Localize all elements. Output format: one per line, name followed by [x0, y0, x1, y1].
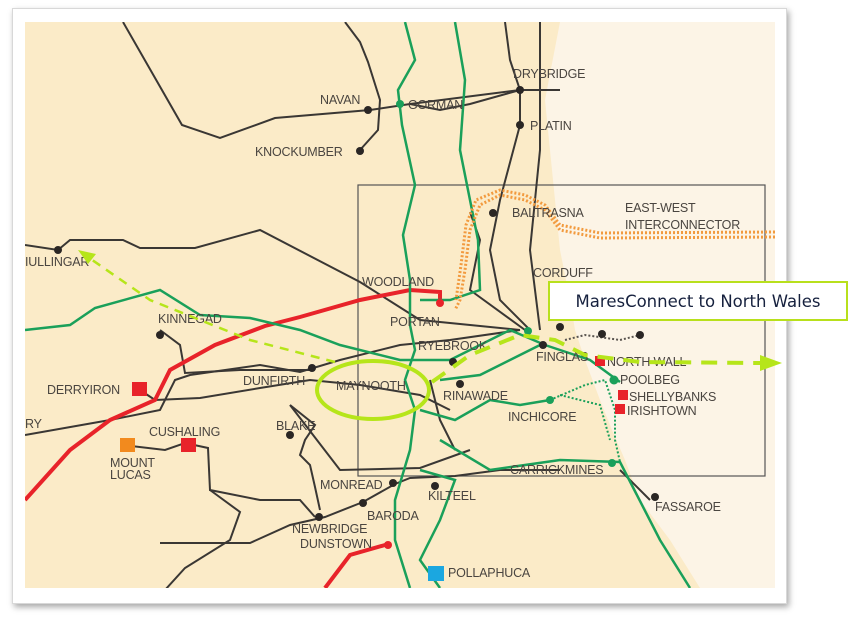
inset-box: [357, 184, 766, 477]
east-west-interconnector: [453, 188, 775, 311]
label-lucas: LUCAS: [110, 468, 151, 482]
label-irishtown: IRISHTOWN: [627, 404, 697, 418]
label-fassaroe: FASSAROE: [655, 500, 721, 514]
label-monread: MONREAD: [320, 478, 383, 492]
label-dunfirth: DUNFIRTH: [243, 374, 305, 388]
generation-stations: [120, 299, 628, 581]
label-pollaphuca: POLLAPHUCA: [448, 566, 531, 580]
label-gorman: GORMAN: [408, 98, 463, 112]
callout-text: MaresConnect to North Wales: [575, 291, 821, 311]
maresconnect-route-arrow: [430, 332, 761, 384]
label-rinawade: RINAWADE: [443, 389, 508, 403]
label-corduff: CORDUFF: [533, 266, 593, 280]
label-baroda: BARODA: [367, 509, 419, 523]
label-navan: NAVAN: [320, 93, 360, 107]
label-dunstown: DUNSTOWN: [300, 537, 372, 551]
label-north-wall: NORTH WALL: [607, 355, 687, 369]
maynooth-highlight-ellipse: [315, 359, 431, 421]
label-maynooth: MAYNOOTH: [336, 379, 406, 393]
label-cushaling: CUSHALING: [149, 425, 220, 439]
label-newbridge: NEWBRIDGE: [292, 522, 367, 536]
label-shellybanks: SHELLYBANKS: [629, 390, 716, 404]
substation-dots: [54, 86, 659, 521]
label-inchicore: INCHICORE: [508, 410, 576, 424]
arrowhead-icon: [78, 250, 96, 264]
label-woodland: WOODLAND: [362, 275, 434, 289]
arrowhead-right-icon: [760, 355, 782, 371]
label-derryiron: DERRYIRON: [47, 383, 120, 397]
label-kilteel: KILTEEL: [428, 489, 476, 503]
label-carrickmines: CARRICKMINES: [510, 463, 603, 477]
label-blake: BLAKE: [276, 419, 315, 433]
label-knockumber: KNOCKUMBER: [255, 145, 343, 159]
label-baltrasna: BALTRASNA: [512, 206, 584, 220]
cables-underground: [549, 378, 621, 463]
label-ry: RY: [25, 417, 43, 431]
label-platin: PLATIN: [530, 119, 572, 133]
green-station-dots: [396, 100, 619, 467]
label-interconnector: INTERCONNECTOR: [625, 218, 740, 232]
label-mount: MOUNT: [110, 456, 155, 470]
label-east-west: EAST-WEST: [625, 201, 696, 215]
transmission-lines-220kv: [25, 22, 651, 588]
label-poolbeg: POOLBEG: [620, 373, 680, 387]
label-mullingar: IULLINGAR: [25, 255, 89, 269]
maresconnect-callout: MaresConnect to North Wales: [548, 281, 848, 321]
label-finglas: FINGLAS: [536, 350, 588, 364]
label-drybridge: DRYBRIDGE: [513, 67, 585, 81]
station-labels: NAVAN GORMAN KNOCKUMBER DRYBRIDGE PLATIN…: [25, 67, 740, 580]
label-ryebrook: RYEBROOK: [418, 339, 488, 353]
label-portan: PORTAN: [390, 315, 440, 329]
